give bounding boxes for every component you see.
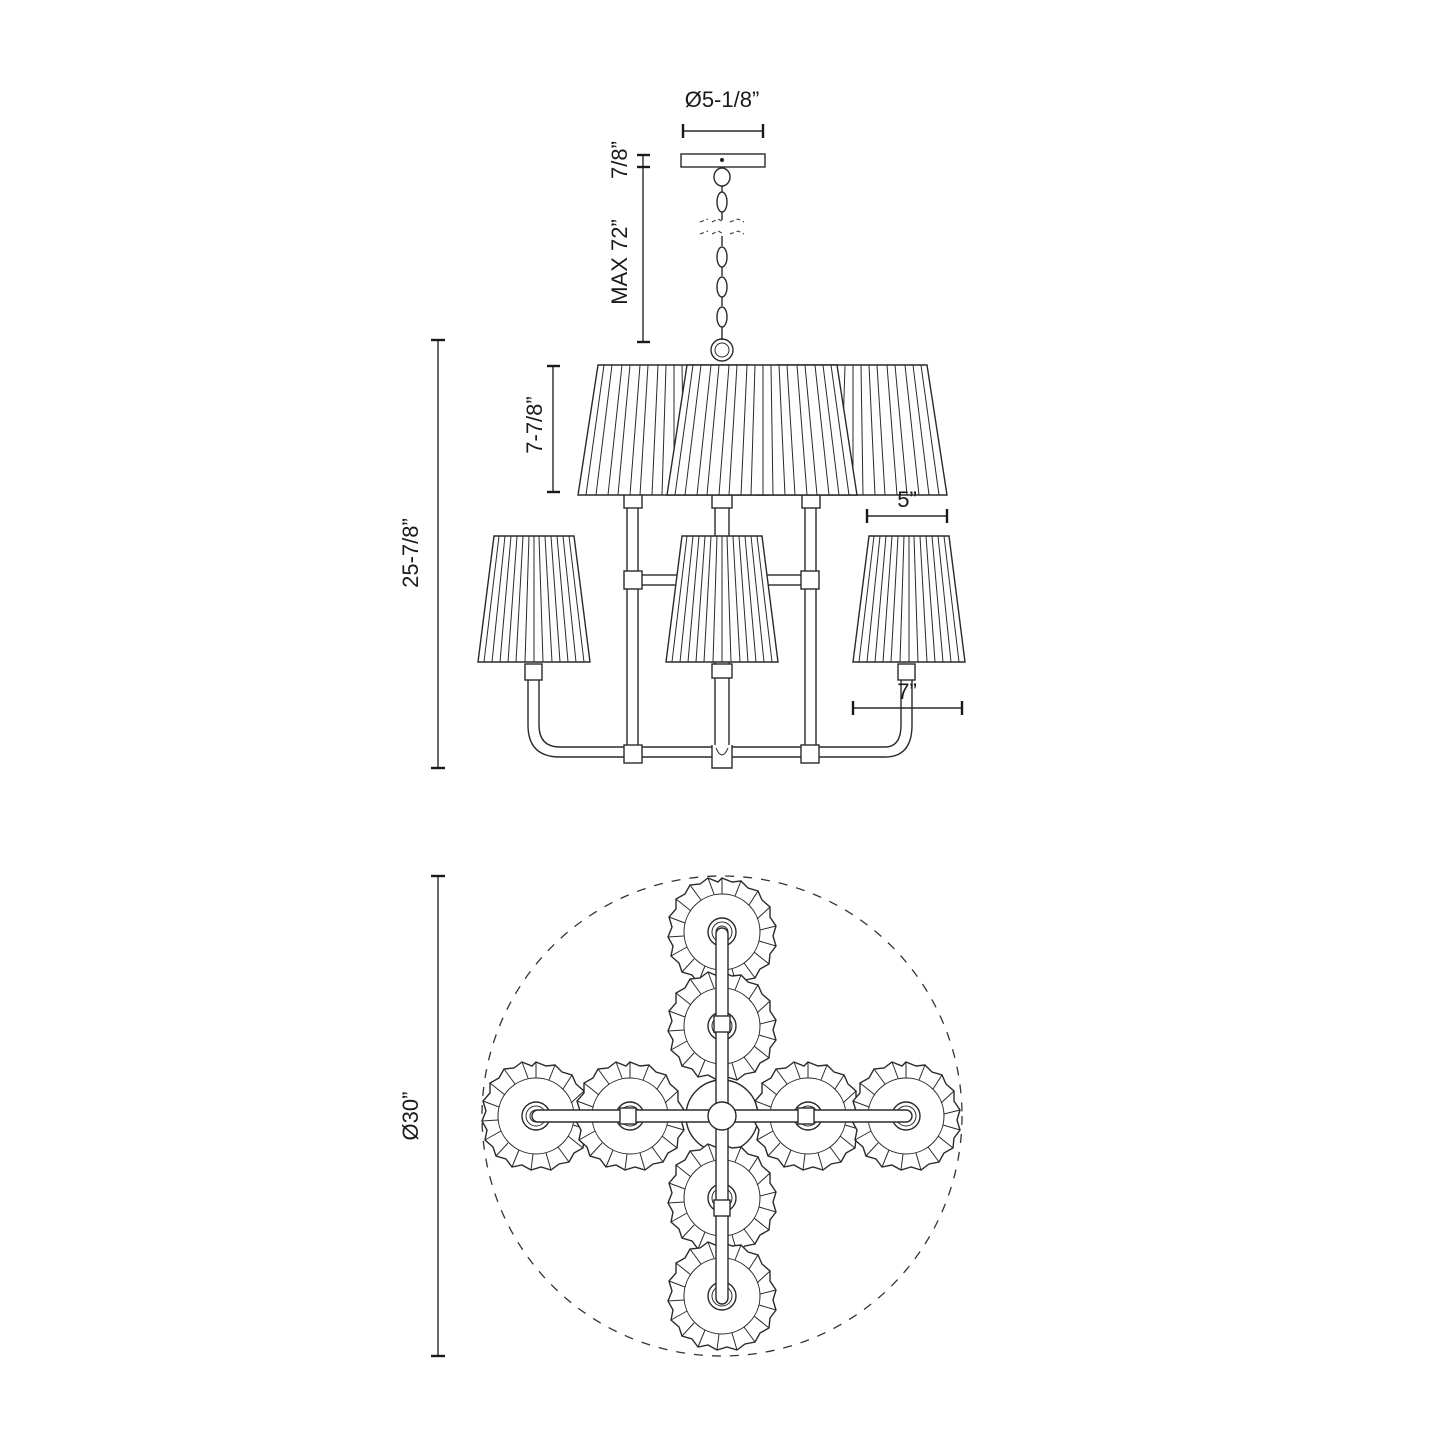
overall-height-dimension <box>431 338 445 770</box>
canopy-height-label: 7/8” <box>607 141 632 179</box>
side-elevation-view: Ø5-1/8” 7/8” MAX 72” 7-7/8” 25-7/8” 5” 7… <box>398 87 966 770</box>
canopy-diameter-dimension <box>681 124 765 138</box>
plan-arms <box>531 927 913 1305</box>
canopy <box>680 153 766 168</box>
overall-diameter-circle <box>481 875 963 1357</box>
canopy-diameter-label: Ø5-1/8” <box>685 87 760 112</box>
lower-shade-center <box>665 535 779 663</box>
shade-top-width-label: 5” <box>897 487 917 512</box>
overall-height-label: 25-7/8” <box>398 518 423 588</box>
chain-max-label: MAX 72” <box>607 219 632 305</box>
shade-bottom-width-dimension <box>851 701 964 715</box>
overall-diameter-label: Ø30” <box>398 1092 423 1141</box>
overall-diameter-dimension <box>431 874 445 1358</box>
top-plan-view: Ø30” <box>398 874 963 1358</box>
upper-shade-height-label: 7-7/8” <box>522 396 547 453</box>
chain-length-dimension <box>637 153 650 344</box>
shade-bottom-width-label: 7” <box>897 679 917 704</box>
lower-shade-right <box>852 535 966 663</box>
shade-top-width-dimension <box>865 509 949 523</box>
upper-shade-center <box>666 364 858 496</box>
lower-shade-left <box>477 535 591 663</box>
chain <box>699 167 745 362</box>
shade-height-dimension <box>547 364 560 494</box>
